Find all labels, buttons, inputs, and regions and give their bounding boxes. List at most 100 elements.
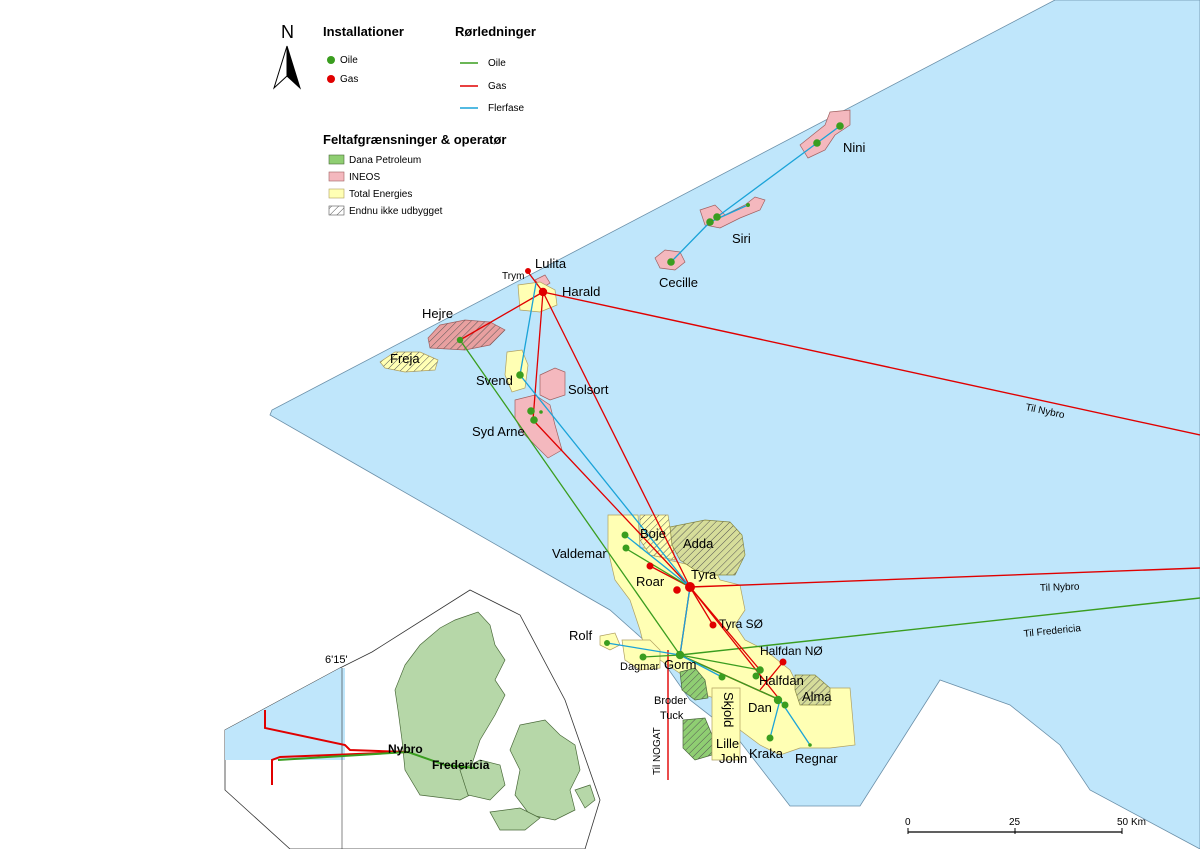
skjold-field xyxy=(711,687,741,761)
label-siri: Siri xyxy=(732,231,751,246)
legend-ineos: INEOS xyxy=(349,172,380,183)
legend-flerfase-pipeline: Flerfase xyxy=(488,103,525,114)
oil-installation-kraka xyxy=(766,734,774,742)
label-til-nybro-2: Til Nybro xyxy=(1040,582,1080,594)
oil-line-gorm-dan xyxy=(679,654,781,701)
zealand-land xyxy=(509,719,581,821)
flerfase-kraka xyxy=(769,699,781,739)
lolland-land xyxy=(489,807,541,831)
oil-installation-halfdan xyxy=(756,666,764,674)
oil-installation-gorm xyxy=(675,650,685,660)
legend-total-swatch xyxy=(328,188,345,199)
oil-installation-syd-arne xyxy=(527,407,535,415)
label-dagmar: Dagmar xyxy=(620,661,659,673)
gas-line-harald-syd-arne xyxy=(532,291,544,421)
label-dan: Dan xyxy=(748,700,772,715)
flerfase-nini-siri xyxy=(716,142,818,218)
label-valdemar: Valdemar xyxy=(552,546,607,561)
oil-installation-rolf xyxy=(604,640,610,646)
label-hejre: Hejre xyxy=(422,306,453,321)
oil-installation-nini-east xyxy=(836,122,844,130)
oil-installation-svend xyxy=(516,371,524,379)
label-boje: Boje xyxy=(640,526,666,541)
north-label: N xyxy=(281,22,294,42)
legend-not-developed: Endnu ikke udbygget xyxy=(349,206,443,217)
oil-installation-syd-arne-3 xyxy=(539,410,543,414)
legend-oil-installation: Oile xyxy=(340,55,358,66)
label-adda: Adda xyxy=(683,536,714,551)
oil-installation-dagmar xyxy=(639,653,647,661)
gas-line-hejre xyxy=(459,291,544,341)
legend-dana-swatch xyxy=(328,154,345,165)
oil-installation-dan xyxy=(773,695,783,705)
oil-line-valdemar xyxy=(624,547,691,588)
gas-line-harald-tyra xyxy=(542,291,691,588)
label-trym: Trym xyxy=(502,271,524,282)
legend-installations-title: Installationer xyxy=(323,24,404,39)
legend-fields-title: Feltafgrænsninger & operatør xyxy=(323,132,506,147)
oil-installation-halfdan-2 xyxy=(752,672,760,680)
gas-line-syd-arne-tyra xyxy=(532,419,691,588)
label-harald: Harald xyxy=(562,284,600,299)
label-nini: Nini xyxy=(843,140,866,155)
oil-installation-siri-2 xyxy=(706,218,714,226)
oil-installation-hejre xyxy=(456,336,464,344)
broder-tuck-hatch xyxy=(680,668,708,700)
oil-line-gorm-halfdan xyxy=(679,654,761,671)
label-halfdan: Halfdan xyxy=(759,673,804,688)
oil-installation-cecille xyxy=(667,258,675,266)
inset-gas-pipeline-2 xyxy=(271,751,409,785)
oil-installation-dan-2 xyxy=(781,701,789,709)
boje-hatch xyxy=(640,515,675,560)
legend-pipelines-title: Rørledninger xyxy=(455,24,536,39)
gas-installation-trym xyxy=(525,268,531,274)
freja-hatch xyxy=(380,352,438,372)
gas-installation-roar xyxy=(646,562,654,570)
flerfase-gorm-tyra xyxy=(679,586,691,656)
gas-line-tyra-dan xyxy=(689,586,781,701)
oil-installation-nini xyxy=(813,139,821,147)
gas-pipeline-harald-nybro xyxy=(542,291,1200,436)
denmark-inset-map: 6'15' Nybro Fredericia xyxy=(224,589,601,849)
legend-total: Total Energies xyxy=(349,189,412,200)
gas-installation-tyra xyxy=(685,582,695,592)
label-rolf: Rolf xyxy=(569,628,593,643)
label-lille: Lille xyxy=(716,736,739,751)
flerfase-cecille xyxy=(670,221,711,263)
inset-fredericia-label: Fredericia xyxy=(432,758,490,772)
legend-gas-pipeline: Gas xyxy=(488,81,506,92)
inset-nybro-label: Nybro xyxy=(388,742,423,756)
alma-hatch xyxy=(795,675,830,705)
gas-line-halfdan-no xyxy=(759,661,784,691)
rolf-field xyxy=(599,632,621,651)
legend-ineos-swatch xyxy=(328,171,345,182)
oil-installation-siri xyxy=(713,213,721,221)
lille-john-hatch xyxy=(683,718,712,760)
oil-installation-valdemar-2 xyxy=(622,544,630,552)
legend-gas-installation: Gas xyxy=(340,74,358,85)
bornholm-land xyxy=(574,784,596,809)
oil-pipeline-gorm-fredericia xyxy=(679,597,1200,656)
label-tyra-so: Tyra SØ xyxy=(719,617,763,631)
field-labels: Nini Siri Cecille Lulita Trym Harald Hej… xyxy=(390,140,866,766)
label-solsort: Solsort xyxy=(568,382,609,397)
inset-oil-pipeline xyxy=(277,750,476,769)
solsort-field xyxy=(539,367,566,401)
legend-dana: Dana Petroleum xyxy=(349,155,421,166)
flerfase-valdemar xyxy=(624,534,691,588)
label-tyra: Tyra xyxy=(691,567,717,582)
danish-sector-sea xyxy=(269,0,1200,849)
legend-hatch-swatch xyxy=(328,205,345,216)
label-broder: Broder xyxy=(654,695,687,707)
label-roar: Roar xyxy=(636,574,665,589)
gas-installation-harald xyxy=(538,287,548,297)
inset-gas-pipeline xyxy=(264,710,409,753)
inset-sea xyxy=(225,668,345,760)
label-tuck: Tuck xyxy=(660,710,684,722)
flerfase-svend-tyra xyxy=(519,374,691,588)
funen-land xyxy=(459,759,506,801)
gas-installation-tyra-so xyxy=(709,621,717,629)
gas-installation-halfdan-no xyxy=(779,658,787,666)
